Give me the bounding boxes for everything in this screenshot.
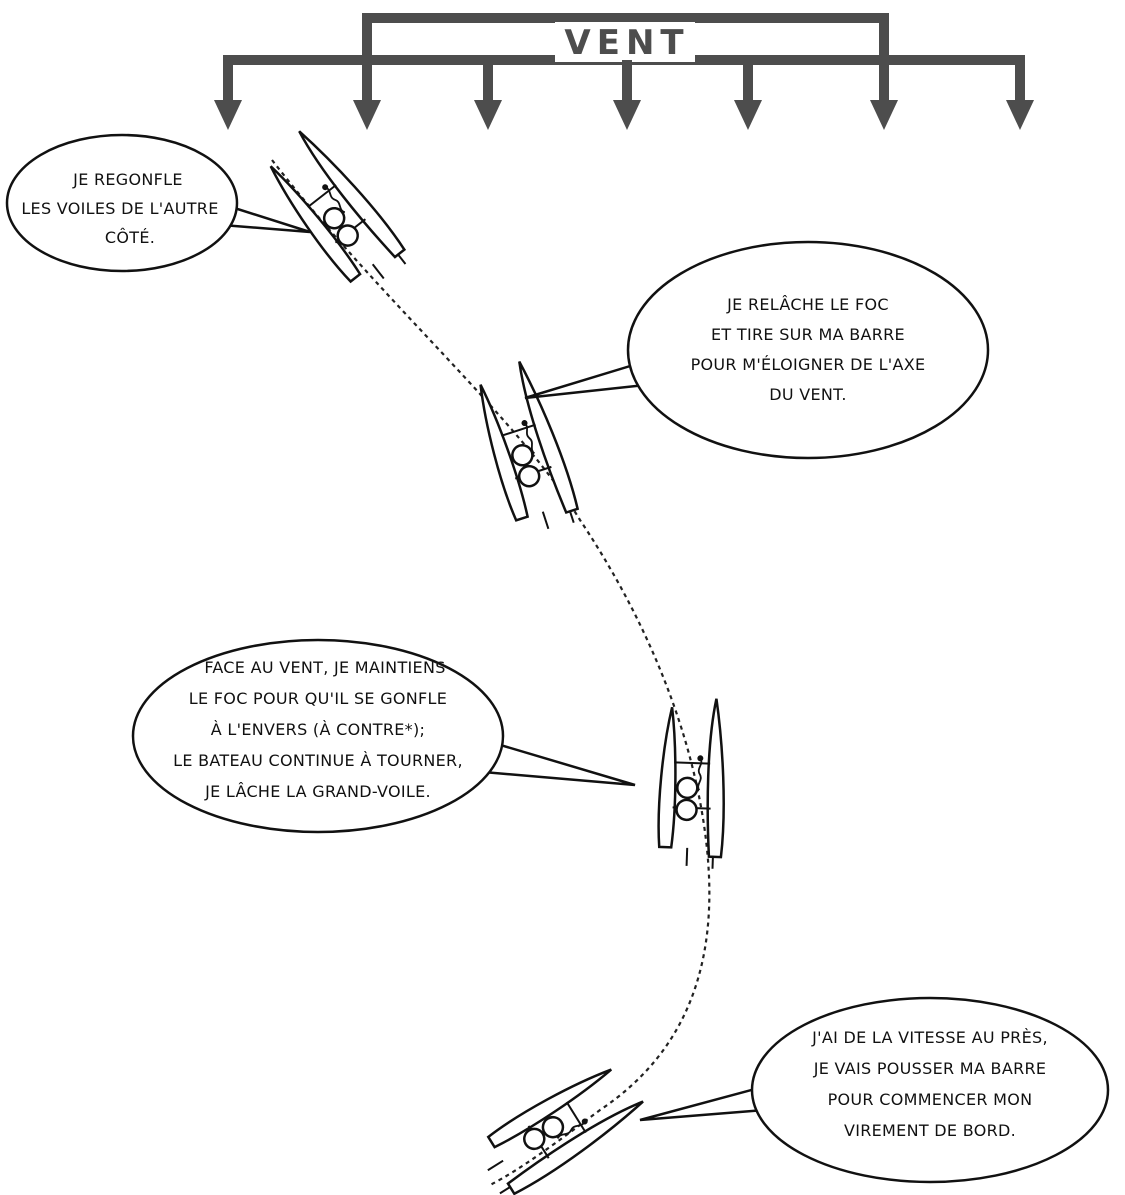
catamaran-icon (257, 124, 413, 298)
wind-label: VENT (564, 23, 689, 63)
bubble-line: CÔTÉ. (105, 228, 155, 247)
wind-arrow-icon (474, 100, 502, 130)
bubble-line: DU VENT. (769, 385, 847, 404)
bubble-line: POUR COMMENCER MON (828, 1090, 1033, 1109)
bubble-line: J'AI DE LA VITESSE AU PRÈS, (811, 1028, 1048, 1047)
bubble-line: POUR M'ÉLOIGNER DE L'AXE (691, 355, 926, 374)
wind-arrow-icon (613, 100, 641, 130)
bubble-line: JE RELÂCHE LE FOC (726, 295, 889, 314)
bubble-shape (628, 242, 988, 458)
wind-banner: VENT (214, 18, 1034, 130)
bubble-tail (640, 1085, 770, 1120)
bubble-line: LE FOC POUR QU'IL SE GONFLE (189, 689, 447, 708)
bubble-line: VIREMENT DE BORD. (844, 1121, 1016, 1140)
speech-bubble-relache: JE RELÂCHE LE FOC ET TIRE SUR MA BARRE P… (525, 242, 988, 458)
speech-bubble-vitesse: J'AI DE LA VITESSE AU PRÈS, JE VAIS POUS… (640, 998, 1108, 1182)
catamaran-icon (657, 697, 728, 869)
bubble-line: JE LÂCHE LA GRAND-VOILE. (204, 782, 431, 801)
speech-bubble-face-vent: FACE AU VENT, JE MAINTIENS LE FOC POUR Q… (133, 640, 635, 832)
bubble-line: JE REGONFLE (72, 170, 183, 189)
speech-bubble-regonfle: JE REGONFLE LES VOILES DE L'AUTRE CÔTÉ. (7, 135, 310, 271)
wind-arrow-icon (1006, 100, 1034, 130)
bubble-line: LES VOILES DE L'AUTRE (21, 199, 218, 218)
bubble-line: FACE AU VENT, JE MAINTIENS (204, 658, 445, 677)
wind-arrow-icon (353, 100, 381, 130)
wind-arrow-icon (734, 100, 762, 130)
wind-arrow-icon (870, 100, 898, 130)
wind-arrow-icon (214, 100, 242, 130)
bubble-line: LE BATEAU CONTINUE À TOURNER, (173, 751, 463, 770)
catamaran-icon (470, 1056, 649, 1195)
bubble-line: À L'ENVERS (À CONTRE*); (211, 720, 425, 739)
bubble-line: JE VAIS POUSSER MA BARRE (813, 1059, 1047, 1078)
bubble-line: ET TIRE SUR MA BARRE (711, 325, 905, 344)
